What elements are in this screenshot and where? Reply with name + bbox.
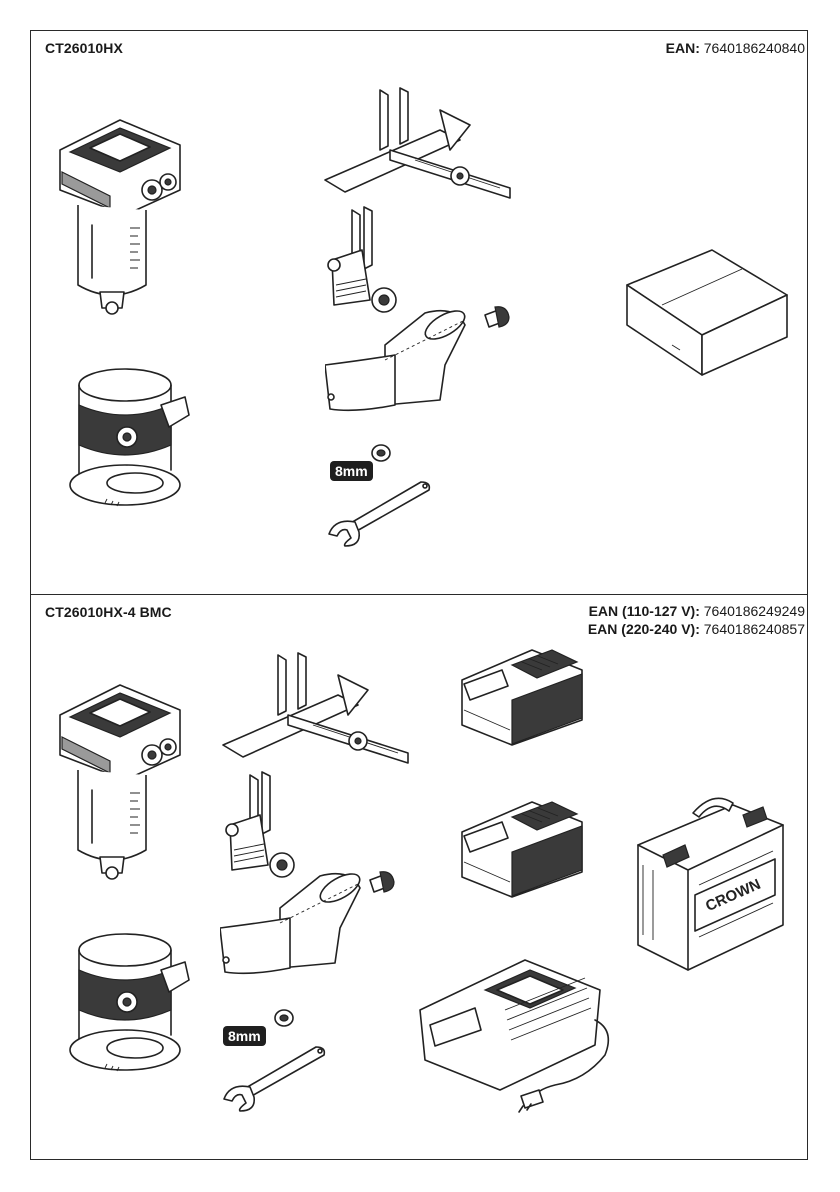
- dust-hood-icon: [325, 305, 510, 425]
- top-model-name: CT26010HX: [45, 40, 123, 56]
- trimmer-icon: [50, 110, 190, 320]
- edge-guide-icon: [320, 80, 520, 200]
- knob-icon: [370, 872, 394, 892]
- router-base-icon: [65, 930, 195, 1080]
- charger-icon: [415, 950, 630, 1115]
- trimming-guide-icon: [322, 205, 402, 320]
- bottom-ean-110: EAN (110-127 V): 7640186249249: [589, 603, 805, 619]
- bottom-ean-220-value: 7640186240857: [704, 621, 805, 637]
- top-ean-label: EAN:: [666, 40, 700, 56]
- wrench-icon: [325, 478, 435, 548]
- bottom-ean-110-label: EAN (110-127 V):: [589, 603, 700, 619]
- battery-icon: [452, 640, 592, 750]
- carry-case-icon: CROWN: [633, 785, 793, 980]
- router-base-icon: [65, 365, 195, 515]
- wrench-icon: [220, 1043, 330, 1113]
- battery-icon: [452, 792, 592, 902]
- bottom-ean-220-label: EAN (220-240 V):: [588, 621, 700, 637]
- collet-nut-icon: [370, 443, 392, 463]
- top-ean: EAN: 7640186240840: [666, 40, 805, 56]
- bottom-model-name: CT26010HX-4 BMC: [45, 604, 172, 620]
- knob-icon: [485, 307, 509, 327]
- bottom-ean-220: EAN (220-240 V): 7640186240857: [588, 621, 805, 637]
- cardboard-box-icon: [622, 245, 792, 385]
- bottom-ean-110-value: 7640186249249: [704, 603, 805, 619]
- trimmer-icon: [50, 675, 190, 885]
- dust-hood-icon: [220, 868, 405, 988]
- section-divider: [30, 594, 808, 595]
- collet-nut-icon: [273, 1008, 295, 1028]
- top-ean-value: 7640186240840: [704, 40, 805, 56]
- edge-guide-icon: [218, 645, 418, 765]
